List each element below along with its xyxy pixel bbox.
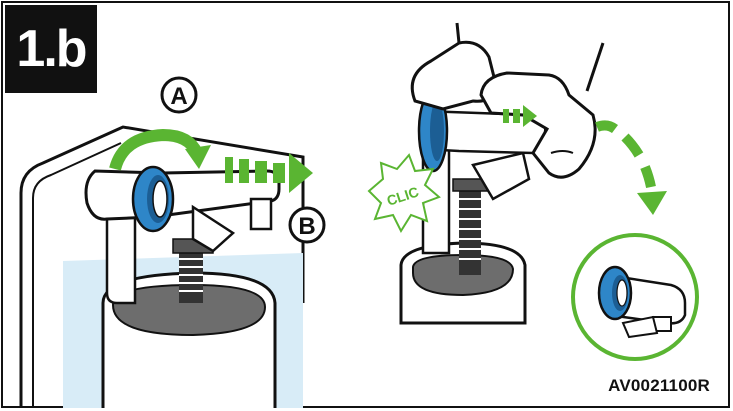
curved-arrow-icon [115, 135, 197, 169]
reference-code: AV0021100R [608, 376, 710, 396]
label-b: B [298, 213, 315, 240]
detail-circle [573, 235, 697, 359]
blue-nut [133, 167, 173, 231]
curved-dashed-arrow-icon [597, 125, 651, 187]
illustration: A B [3, 3, 732, 410]
label-a: A [170, 83, 187, 110]
left-scene: A B [21, 78, 324, 408]
